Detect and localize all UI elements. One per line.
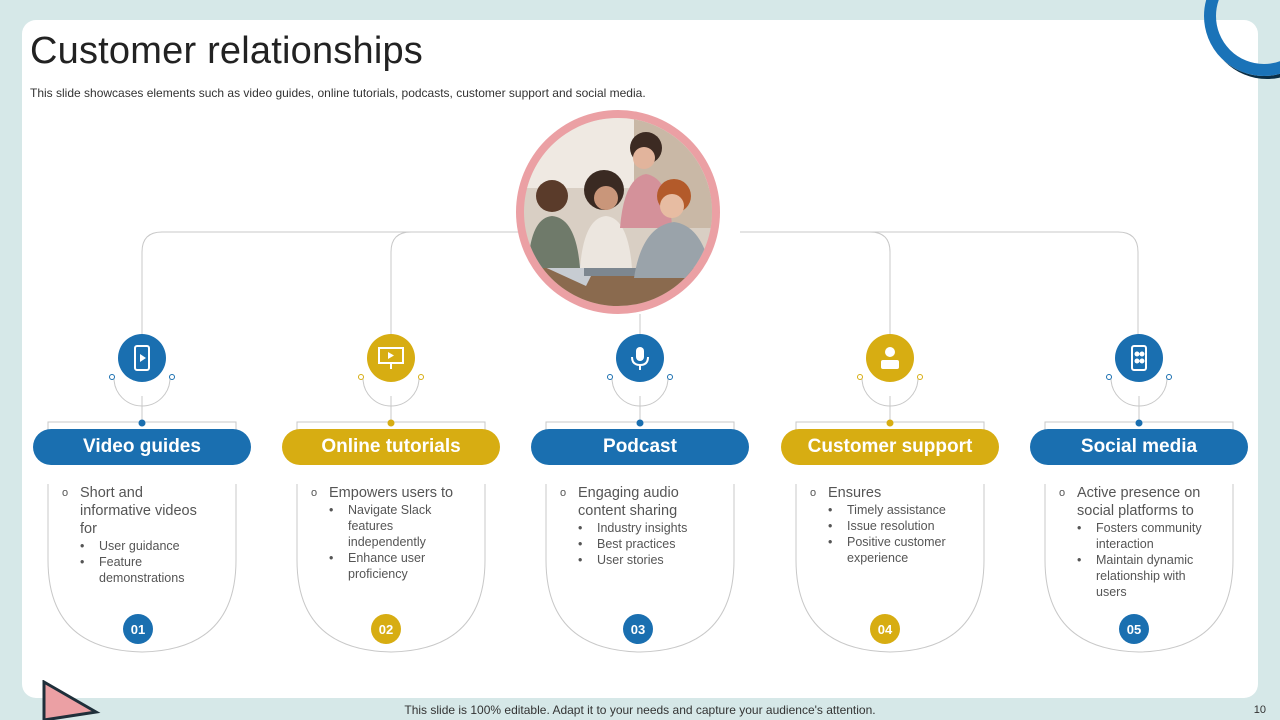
card-bullet: •Issue resolution <box>828 519 935 533</box>
card-outline <box>545 484 735 653</box>
connector-dot <box>886 419 894 427</box>
video-phone-badge <box>110 330 174 394</box>
connector-dot <box>636 419 644 427</box>
card-bullet: •User stories <box>578 553 664 567</box>
card-bullet: •Navigate Slack features independently <box>329 503 432 549</box>
card-bullet: •Maintain dynamic relationship with user… <box>1077 553 1194 599</box>
support-agent-icon <box>866 334 914 382</box>
support-agent-badge <box>858 330 922 394</box>
side-dot <box>418 374 424 380</box>
card-outline <box>47 484 237 653</box>
step-number-1: 01 <box>123 614 153 644</box>
connector-dot <box>138 419 146 427</box>
step-number-3: 03 <box>623 614 653 644</box>
side-dot <box>109 374 115 380</box>
card-outline <box>795 484 985 653</box>
decorative-triangle <box>42 680 101 720</box>
side-dot <box>857 374 863 380</box>
card-bullet: •Feature demonstrations <box>80 555 185 585</box>
card-bullet: •User guidance <box>80 539 180 553</box>
microphone-icon <box>616 334 664 382</box>
side-dot <box>1166 374 1172 380</box>
presentation-icon <box>367 334 415 382</box>
card-bullet: •Fosters community interaction <box>1077 521 1202 551</box>
video-phone-icon <box>118 334 166 382</box>
card-outline <box>296 484 486 653</box>
microphone-badge <box>608 330 672 394</box>
card-title-2: Online tutorials <box>282 429 500 465</box>
page-number: 10 <box>1253 704 1266 716</box>
card-title-5: Social media <box>1030 429 1248 465</box>
step-number-2: 02 <box>371 614 401 644</box>
card-bullet: •Timely assistance <box>828 503 946 517</box>
team-photo <box>524 118 712 306</box>
card-bullet: •Positive customer experience <box>828 535 946 565</box>
footer-note: This slide is 100% editable. Adapt it to… <box>404 703 876 717</box>
slide-subtitle: This slide showcases elements such as vi… <box>30 86 646 100</box>
slide-title: Customer relationships <box>30 30 424 72</box>
card-title-1: Video guides <box>33 429 251 465</box>
side-dot <box>607 374 613 380</box>
connector-dot <box>1135 419 1143 427</box>
card-bullet: •Enhance user proficiency <box>329 551 426 581</box>
team-photo-frame <box>516 110 720 314</box>
side-dot <box>1106 374 1112 380</box>
social-media-icon <box>1115 334 1163 382</box>
side-dot <box>169 374 175 380</box>
connector-dot <box>387 419 395 427</box>
side-dot <box>358 374 364 380</box>
card-bullet: •Best practices <box>578 537 676 551</box>
step-number-5: 05 <box>1119 614 1149 644</box>
step-number-4: 04 <box>870 614 900 644</box>
side-dot <box>917 374 923 380</box>
card-outline <box>1044 484 1234 653</box>
presentation-badge <box>359 330 423 394</box>
social-media-badge <box>1107 330 1171 394</box>
card-title-3: Podcast <box>531 429 749 465</box>
side-dot <box>667 374 673 380</box>
card-bullet: •Industry insights <box>578 521 688 535</box>
card-title-4: Customer support <box>781 429 999 465</box>
